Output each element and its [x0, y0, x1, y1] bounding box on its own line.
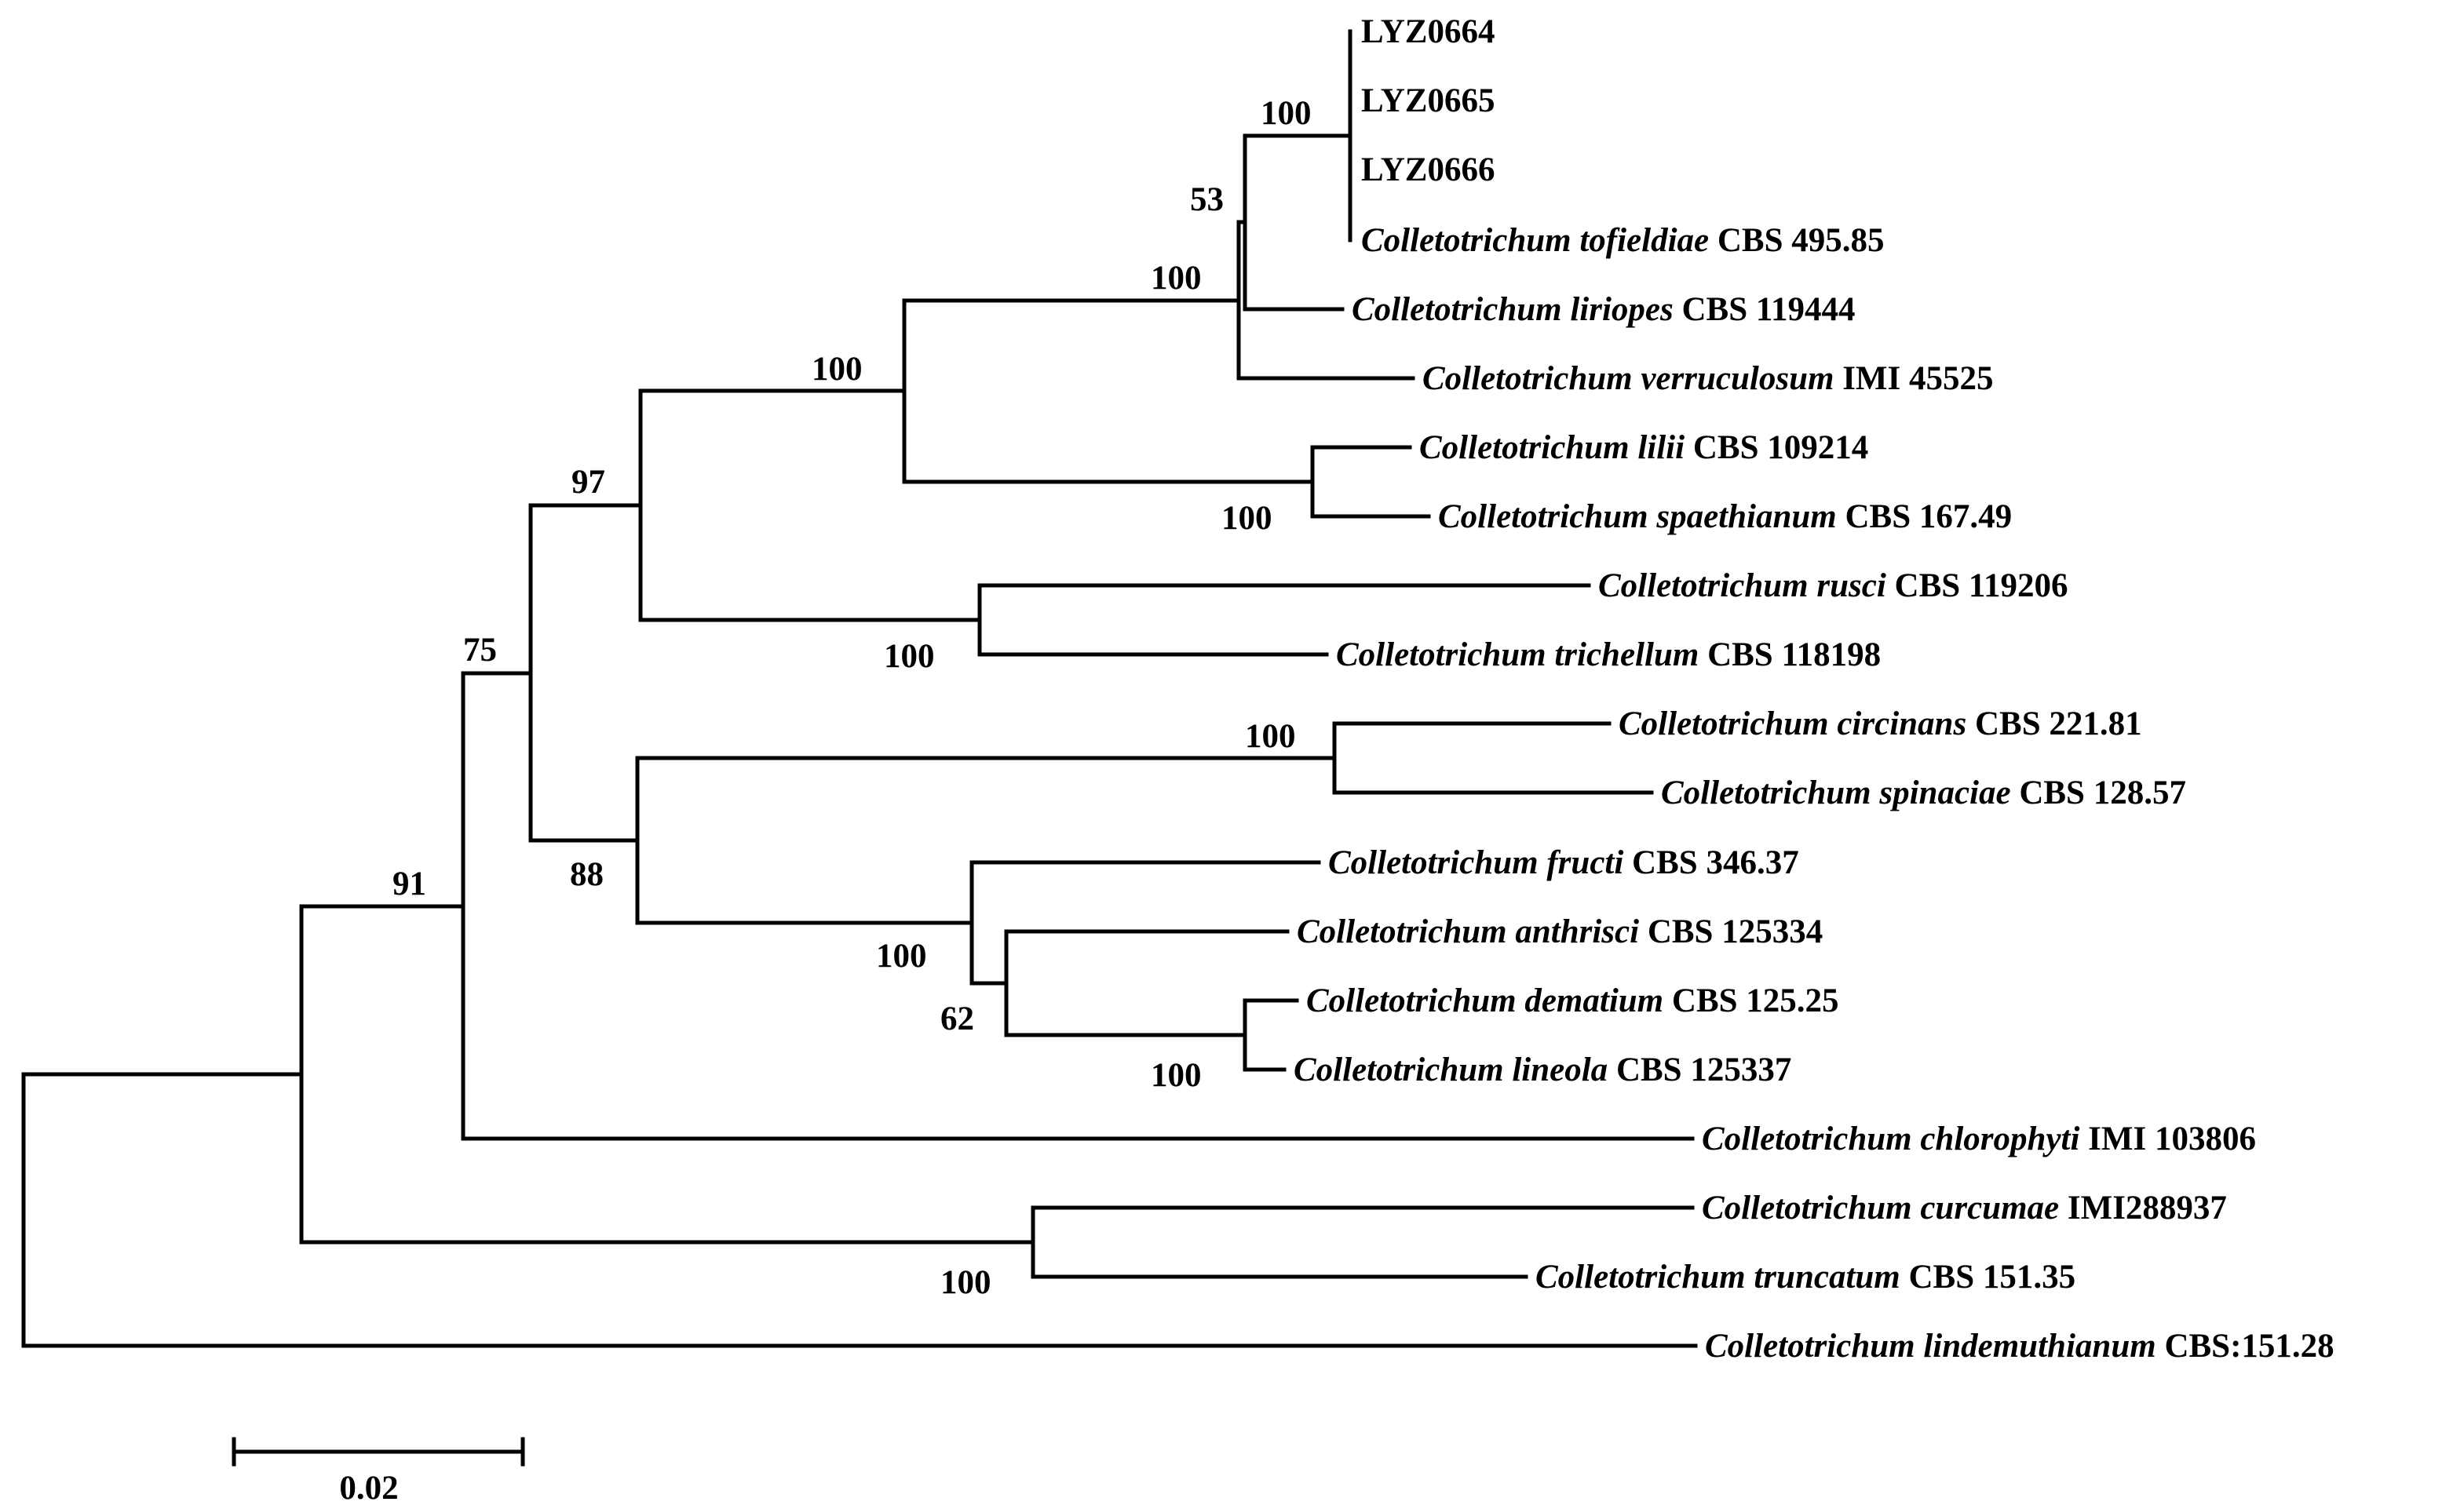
tree-branches [21, 29, 1698, 1348]
taxon-label: Colletotrichum verruculosum IMI 45525 [1422, 360, 1994, 397]
support-value: 100 [812, 351, 863, 388]
scale-bar: 0.02 [232, 1437, 525, 1507]
taxon-label: Colletotrichum rusci CBS 119206 [1598, 567, 2068, 604]
support-value: 53 [1190, 181, 1224, 218]
support-value: 100 [1221, 500, 1272, 537]
taxon-label: Colletotrichum truncatum CBS 151.35 [1535, 1259, 2075, 1296]
support-value: 100 [876, 938, 927, 975]
taxon-label: Colletotrichum anthrisci CBS 125334 [1297, 913, 1823, 950]
scale-bar-label: 0.02 [339, 1470, 398, 1507]
taxon-label: Colletotrichum dematium CBS 125.25 [1306, 982, 1839, 1019]
support-value: 75 [463, 632, 497, 669]
taxon-label: Colletotrichum trichellum CBS 118198 [1336, 636, 1881, 673]
support-value: 91 [392, 866, 426, 902]
taxon-label: Colletotrichum lindemuthianum CBS:151.28 [1705, 1328, 2334, 1365]
taxon-labels: LYZ0664 LYZ0665 LYZ0666 Colletotrichum t… [1294, 13, 2334, 1365]
taxon-label: Colletotrichum chlorophyti IMI 103806 [1702, 1121, 2256, 1157]
support-value: 88 [570, 856, 604, 893]
taxon-label: Colletotrichum tofieldiae CBS 495.85 [1361, 222, 1885, 259]
taxon-label: Colletotrichum circinans CBS 221.81 [1619, 705, 2142, 742]
taxon-label: Colletotrichum liriopes CBS 119444 [1352, 291, 1856, 328]
taxon-label: LYZ0665 [1361, 82, 1495, 119]
support-value: 100 [1151, 260, 1202, 297]
support-value: 97 [571, 464, 605, 501]
support-value: 100 [884, 638, 935, 675]
taxon-label: Colletotrichum fructi CBS 346.37 [1328, 844, 1799, 881]
taxon-label: LYZ0664 [1361, 13, 1495, 50]
bootstrap-support-values: 100 53 100 100 100 97 100 75 100 88 100 … [392, 95, 1312, 1301]
taxon-label: Colletotrichum lilii CBS 109214 [1419, 429, 1868, 466]
support-value: 100 [1151, 1057, 1202, 1094]
support-value: 100 [1261, 95, 1312, 132]
taxon-label: Colletotrichum lineola CBS 125337 [1294, 1052, 1791, 1088]
support-value: 100 [940, 1264, 991, 1301]
taxon-label: Colletotrichum curcumae IMI288937 [1702, 1190, 2227, 1227]
support-value: 62 [940, 1001, 974, 1037]
support-value: 100 [1245, 718, 1296, 755]
taxon-label: Colletotrichum spaethianum CBS 167.49 [1438, 498, 2012, 535]
taxon-label: LYZ0666 [1361, 151, 1495, 188]
taxon-label: Colletotrichum spinaciae CBS 128.57 [1661, 775, 2186, 811]
